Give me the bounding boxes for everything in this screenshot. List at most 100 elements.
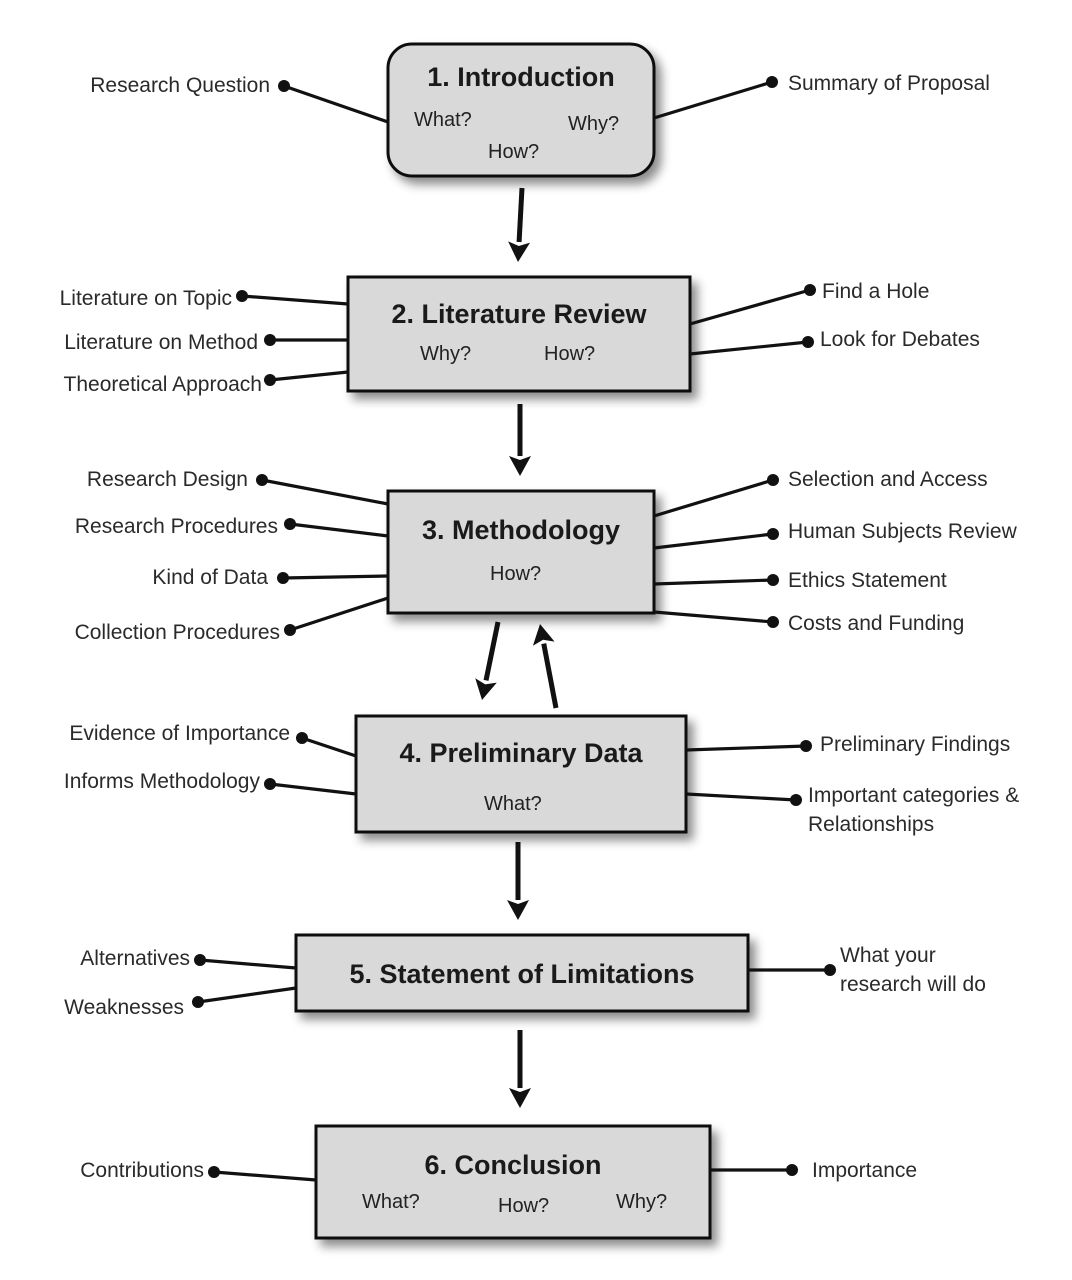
leaf-label: Theoretical Approach	[64, 373, 262, 396]
leaf-connector-line	[269, 370, 349, 382]
leaf-connector-line	[653, 578, 774, 586]
step-question: What?	[414, 109, 472, 131]
leaf-connector-line	[301, 736, 357, 758]
leaf-right: Look for Debates	[689, 328, 980, 356]
bullet-dot-icon	[800, 740, 812, 752]
leaf-label: Weaknesses	[64, 996, 184, 1019]
leaf-left: Kind of Data	[152, 566, 389, 589]
step-box-frame	[386, 42, 656, 178]
leaf-right: Importance	[710, 1159, 917, 1182]
flow-arrow-down	[509, 1030, 531, 1108]
leaf-label: Research Procedures	[75, 515, 278, 538]
leaf-connector-line	[685, 744, 807, 752]
arrowhead-icon	[509, 1088, 531, 1108]
leaf-label: Importance	[812, 1159, 917, 1182]
bullet-dot-icon	[277, 572, 289, 584]
leaf-label: Ethics Statement	[788, 569, 947, 592]
bullet-dot-icon	[256, 474, 268, 486]
leaf-label: Contributions	[80, 1159, 204, 1182]
bullet-dot-icon	[236, 290, 248, 302]
leaf-connector-line	[685, 792, 797, 802]
step-box-frame	[346, 275, 692, 393]
leaf-left: Literature on Method	[64, 331, 348, 354]
leaf-right: Costs and Funding	[653, 610, 964, 635]
leaf-connector-line	[269, 782, 357, 796]
leaf-left: Literature on Topic	[60, 287, 349, 310]
step-question: How?	[488, 141, 539, 163]
bullet-dot-icon	[278, 80, 290, 92]
leaf-label: Alternatives	[80, 947, 190, 970]
step-title: 4. Preliminary Data	[399, 738, 643, 768]
connector-layer	[475, 187, 559, 1108]
step-box-frame	[386, 489, 656, 615]
step-box-frame	[294, 933, 750, 1013]
leaf-left: Evidence of Importance	[69, 722, 357, 758]
step-question: What?	[484, 793, 542, 815]
leaf-label: Selection and Access	[788, 468, 988, 491]
leaf-label: Collection Procedures	[75, 621, 280, 644]
arrowhead-icon	[509, 456, 531, 476]
leaf-label: Important categories &Relationships	[808, 784, 1019, 836]
leaf-right: Important categories &Relationships	[685, 784, 1019, 836]
leaf-left: Research Question	[90, 74, 389, 124]
leaf-connector-line	[241, 294, 349, 306]
leaf-connector-line	[653, 478, 774, 518]
step-title: 2. Literature Review	[391, 299, 647, 329]
step-question: Why?	[568, 113, 619, 135]
leaf-right: Summary of Proposal	[653, 72, 990, 120]
leaf-left: Research Procedures	[75, 515, 389, 538]
arrowhead-icon	[507, 900, 529, 920]
leaf-label: Costs and Funding	[788, 612, 964, 635]
leaf-connector-line	[197, 986, 297, 1004]
step-title: 6. Conclusion	[424, 1150, 601, 1180]
bullet-dot-icon	[767, 616, 779, 628]
leaf-connector-line	[653, 80, 773, 120]
leaf-connector-line	[282, 574, 389, 580]
leaf-label: Informs Methodology	[64, 770, 261, 793]
bullet-dot-icon	[296, 732, 308, 744]
leaf-connector-line	[261, 478, 389, 506]
bullet-dot-icon	[264, 374, 276, 386]
leaf-connector-line	[199, 958, 297, 970]
leaf-label: Research Question	[90, 74, 270, 97]
step-question: Why?	[616, 1191, 667, 1213]
leaf-label: Kind of Data	[152, 566, 268, 589]
step-title: 5. Statement of Limitations	[349, 959, 694, 989]
step-question: How?	[490, 563, 541, 585]
step-box-frame	[354, 714, 688, 834]
leaf-left: Alternatives	[80, 947, 297, 970]
leaf-label: Research Design	[87, 468, 248, 491]
bullet-dot-icon	[284, 518, 296, 530]
bullet-dot-icon	[264, 778, 276, 790]
leaf-label: Literature on Topic	[60, 287, 232, 310]
step-box-frame	[314, 1124, 712, 1240]
bullet-dot-icon	[802, 336, 814, 348]
step-box-5: 5. Statement of Limitations	[294, 933, 750, 1013]
leaf-connector-line	[289, 596, 389, 632]
leaf-label: Summary of Proposal	[788, 72, 990, 95]
bullet-dot-icon	[786, 1164, 798, 1176]
flow-arrow-down	[475, 621, 501, 700]
flow-arrow-shaft	[483, 621, 501, 681]
bullet-dot-icon	[208, 1166, 220, 1178]
leaf-right: Preliminary Findings	[685, 733, 1010, 756]
leaf-label: Find a Hole	[822, 280, 929, 303]
step-question: How?	[544, 343, 595, 365]
bullet-dot-icon	[767, 574, 779, 586]
bullet-dot-icon	[264, 334, 276, 346]
step-title: 3. Methodology	[422, 515, 620, 545]
arrowhead-icon	[532, 624, 555, 646]
leaf-connector-line	[289, 522, 389, 538]
leaf-left: Informs Methodology	[64, 770, 357, 796]
leaf-right: Selection and Access	[653, 468, 988, 518]
leaf-connector-line	[283, 84, 389, 124]
leaf-right: Human Subjects Review	[653, 520, 1018, 550]
leaf-left: Weaknesses	[64, 986, 297, 1019]
leaf-label: Literature on Method	[64, 331, 258, 354]
